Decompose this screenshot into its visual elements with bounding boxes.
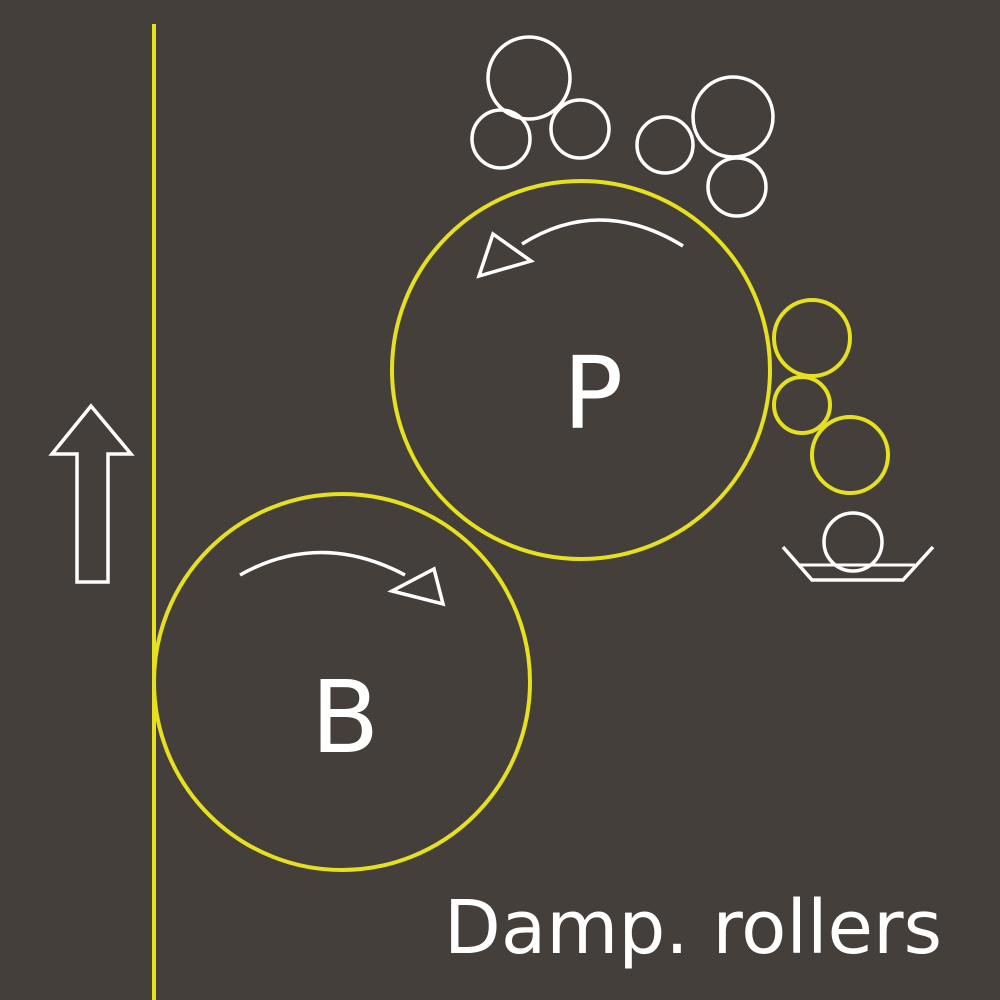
ink-roller [635, 115, 695, 175]
ink-roller [549, 98, 611, 160]
plate-cylinder-label: P [563, 335, 623, 452]
ink-roller [706, 156, 768, 218]
blanket-cylinder [152, 492, 532, 872]
blanket-rotation-arc [239, 550, 406, 577]
plate-rotation-arc [521, 218, 684, 248]
ink-roller [470, 108, 532, 170]
plate-cylinder [390, 179, 772, 561]
damp-roller [810, 415, 890, 495]
fountain-roller [822, 511, 884, 573]
plate-rotation-arrowhead-icon [476, 231, 535, 279]
ink-roller [486, 35, 572, 121]
dampening-rollers-caption: Damp. rollers [444, 885, 942, 971]
blanket-cylinder-label: B [311, 659, 380, 776]
water-trough-outer [781, 545, 935, 582]
damp-roller [772, 298, 852, 378]
inking-rollers [470, 35, 775, 218]
paper-direction-arrow-icon [48, 403, 135, 584]
dampening-rollers [772, 298, 890, 495]
damp-roller [772, 375, 832, 435]
blanket-rotation-arrowhead-icon [387, 566, 446, 607]
